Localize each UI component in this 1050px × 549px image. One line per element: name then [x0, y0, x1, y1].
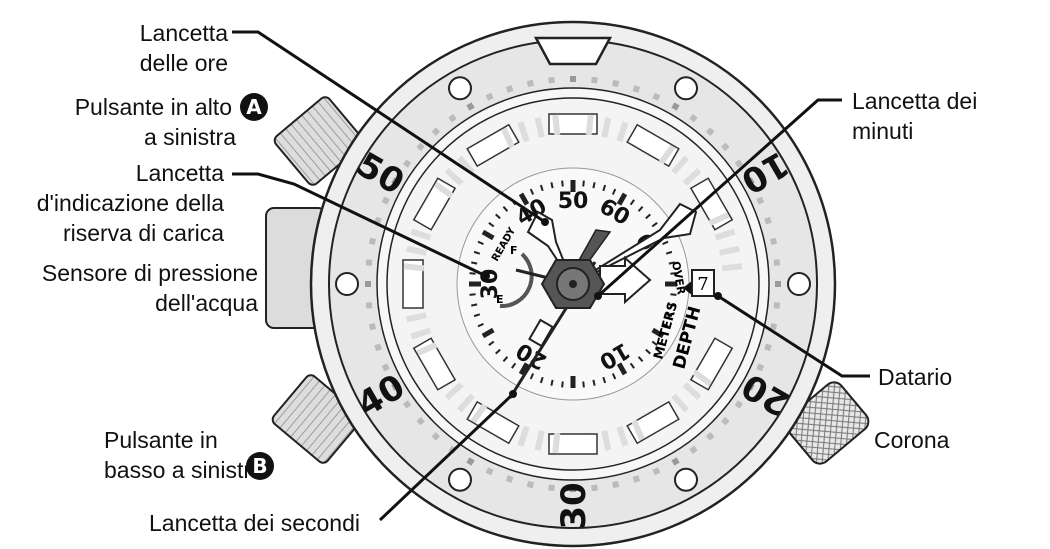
bezel-dot	[591, 77, 598, 84]
power-reserve-label-line-3: riserva di carica	[37, 218, 224, 248]
bezel-dot	[774, 259, 781, 266]
bottom-left-button-label: Pulsante in basso a sinistra	[104, 425, 264, 485]
bottom-left-button-label-line-2: basso a sinistra	[104, 455, 264, 485]
top-left-button-label-line-2: a sinistra	[75, 122, 236, 152]
dial-tick	[562, 381, 563, 387]
bezel-circle-marker	[449, 469, 471, 491]
bezel-dot	[527, 481, 534, 488]
water-pressure-label: Sensore di pressione dell'acqua	[42, 258, 258, 318]
power-reserve-label-line-2: d'indicazione della	[37, 188, 224, 218]
water-pressure-label-line-2: dell'acqua	[42, 288, 258, 318]
bezel-dot	[369, 323, 376, 330]
dial-tick	[583, 381, 584, 387]
hour-hand-label-line-1: Lancetta	[140, 18, 228, 48]
power-reserve-label-line-1: Lancetta	[37, 158, 224, 188]
bottom-left-button-label-line-1: Pulsante in	[104, 425, 264, 455]
second-hand-label-line-1: Lancetta dei secondi	[149, 508, 360, 538]
bezel-dot	[612, 80, 619, 87]
bezel-circle-marker	[788, 273, 810, 295]
bezel-dot	[612, 481, 619, 488]
date-label-line-1: Datario	[878, 362, 952, 392]
dial-tick	[471, 262, 477, 263]
top-left-button-label: Pulsante in alto a sinistra	[75, 92, 232, 152]
dial-tick	[471, 304, 477, 305]
bezel-circle-marker	[675, 77, 697, 99]
dial-tick	[470, 294, 476, 295]
bezel-triangle	[536, 38, 610, 64]
bezel-dot	[770, 238, 777, 245]
water-pressure-label-line-1: Sensore di pressione	[42, 258, 258, 288]
bezel-dot	[774, 302, 781, 309]
bezel-circle-marker	[675, 469, 697, 491]
second-hand-label: Lancetta dei secondi	[149, 508, 360, 538]
minute-hand-label: Lancetta dei minuti	[852, 86, 977, 146]
dial-tick	[551, 380, 552, 386]
bezel-number: 30	[554, 482, 594, 529]
date-value: 7	[697, 274, 708, 295]
dial-tick	[551, 182, 552, 188]
bezel-circle-marker	[449, 77, 471, 99]
hour-hand-label-line-2: delle ore	[140, 48, 228, 78]
dial-number: 50	[558, 189, 589, 214]
bezel-circle-marker	[336, 273, 358, 295]
bezel-dot	[369, 238, 376, 245]
power-reserve-label: Lancetta d'indicazione della riserva di …	[37, 158, 224, 248]
bezel-dot	[775, 281, 781, 287]
power-reserve-full: F	[510, 244, 518, 257]
crown-label: Corona	[874, 425, 949, 455]
top-left-button-label-line-1: Pulsante in alto	[75, 92, 232, 122]
dial-tick	[593, 380, 594, 386]
dial-tick	[583, 181, 584, 187]
bezel-dot	[366, 302, 373, 309]
bezel-dot	[366, 259, 373, 266]
dial-tick	[562, 181, 563, 187]
bezel-dot	[527, 80, 534, 87]
bezel-dot	[365, 281, 371, 287]
bezel-dot	[548, 77, 555, 84]
minute-hand-label-line-2: minuti	[852, 116, 977, 146]
top-left-button-badge: A	[240, 93, 268, 121]
date-label: Datario	[878, 362, 952, 392]
dial-tick	[593, 182, 594, 188]
crown-label-line-1: Corona	[874, 425, 949, 455]
power-reserve-empty: E	[496, 293, 504, 306]
dial-tick	[470, 273, 476, 274]
hour-hand-label: Lancetta delle ore	[140, 18, 228, 78]
minute-hand-label-line-1: Lancetta dei	[852, 86, 977, 116]
bezel-dot	[570, 76, 576, 82]
bottom-left-button-badge: B	[246, 452, 274, 480]
